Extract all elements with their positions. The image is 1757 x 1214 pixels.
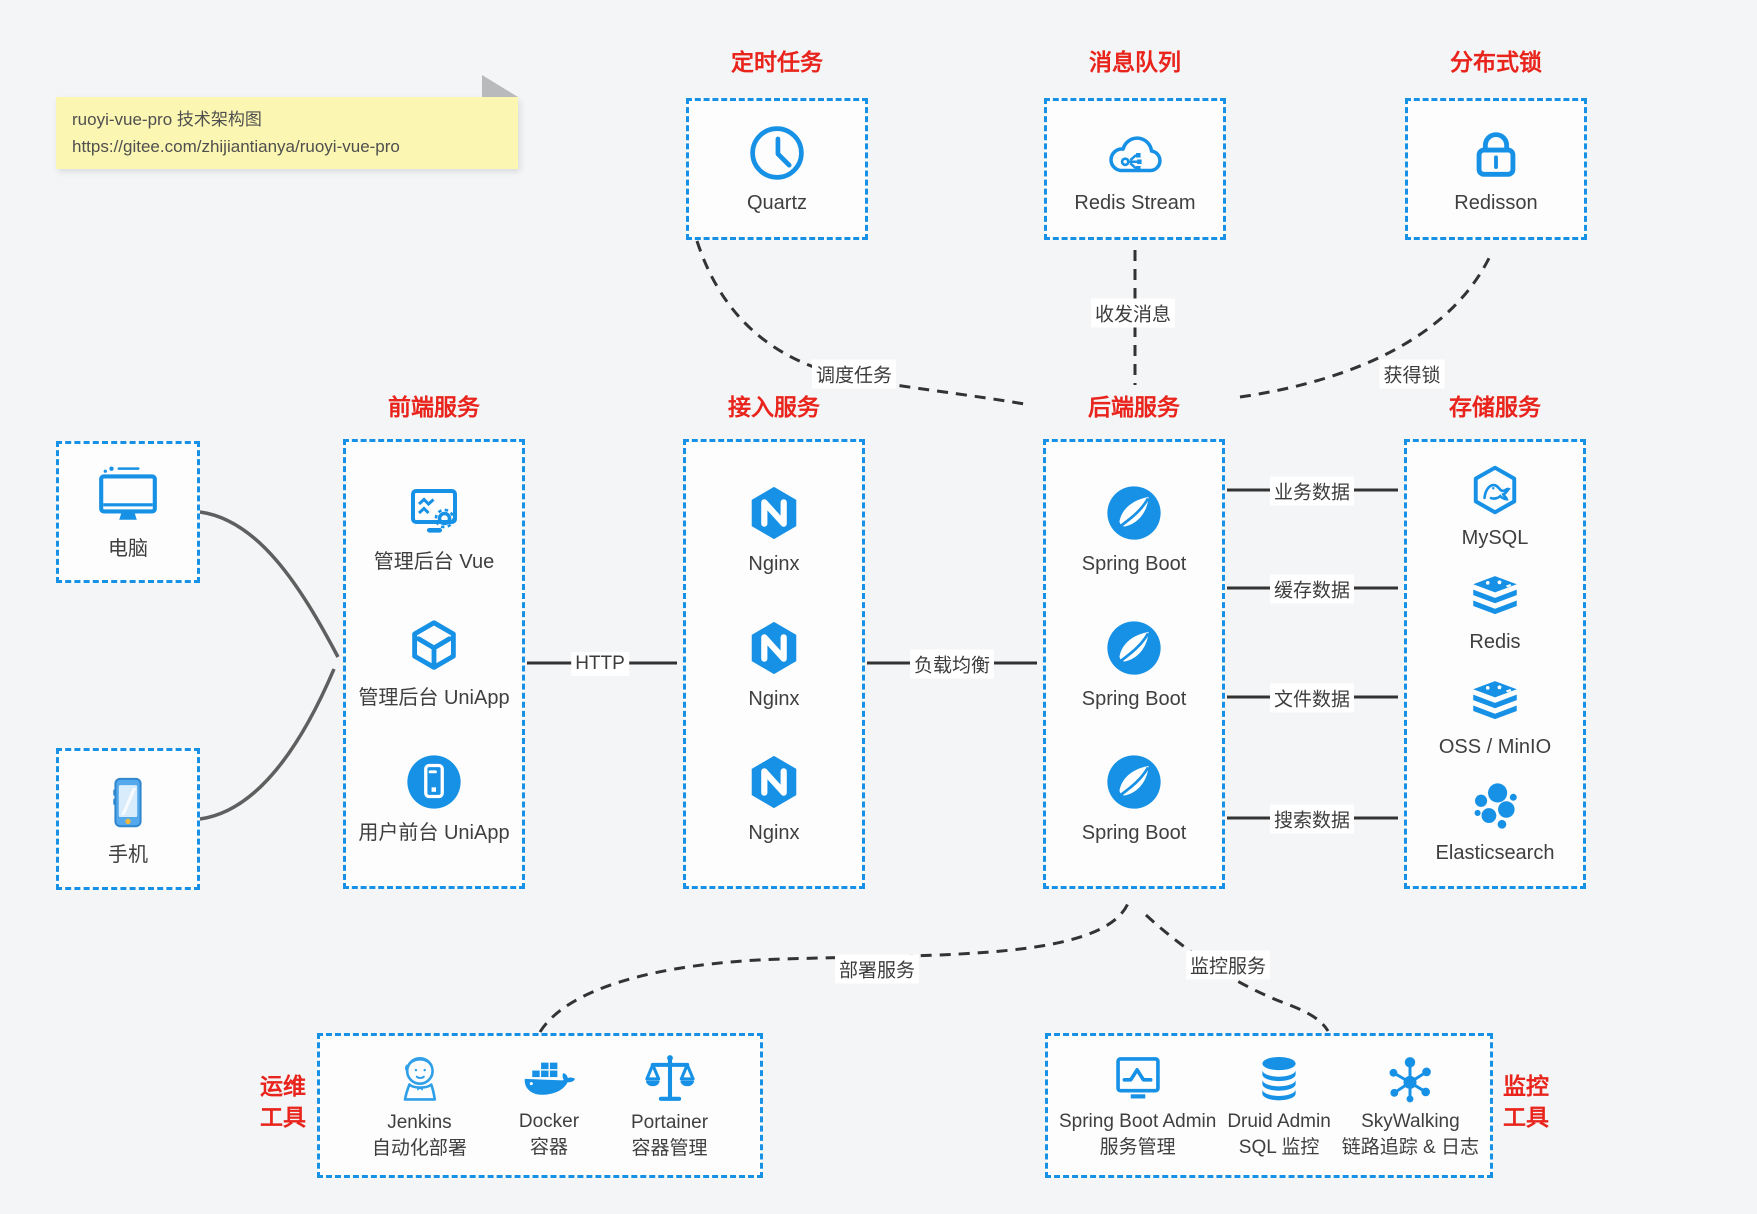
edge-label-file-data: 文件数据 xyxy=(1269,683,1355,713)
portainer-label: Portainer 容器管理 xyxy=(630,1111,709,1159)
spring-boot-admin-label: Spring Boot Admin 服务管理 xyxy=(1058,1110,1217,1158)
node-docker[interactable]: Docker 容器 xyxy=(519,1051,579,1161)
jenkins-label: Jenkins 自动化部署 xyxy=(371,1111,467,1159)
client-pc-box[interactable]: 电脑 xyxy=(56,441,200,583)
node-nginx-2[interactable]: Nginx xyxy=(743,617,805,712)
node-redisson[interactable]: Redisson xyxy=(1454,123,1538,216)
edge-label-schedule-task: 调度任务 xyxy=(811,359,897,389)
title-gateway-services: 接入服务 xyxy=(728,394,820,420)
portainer-scales-icon xyxy=(644,1054,695,1101)
node-phone[interactable]: 手机 xyxy=(97,771,159,868)
edge-label-deploy: 部署服务 xyxy=(834,954,920,984)
node-pc[interactable]: 电脑 xyxy=(90,463,166,562)
timer-task-box[interactable]: Quartz xyxy=(686,98,868,240)
node-redis[interactable]: Redis xyxy=(1466,570,1524,655)
title-frontend-services: 前端服务 xyxy=(388,394,480,420)
node-springboot-1[interactable]: Spring Boot xyxy=(1082,482,1186,577)
edge-label-http: HTTP xyxy=(571,652,629,676)
lock-icon xyxy=(1476,131,1516,177)
node-skywalking[interactable]: SkyWalking 链路追踪 & 日志 xyxy=(1342,1051,1479,1161)
node-oss-minio[interactable]: OSS / MinIO xyxy=(1439,675,1551,760)
node-druid-admin[interactable]: Druid Admin SQL 监控 xyxy=(1227,1051,1331,1161)
node-portainer[interactable]: Portainer 容器管理 xyxy=(631,1050,708,1162)
frontend-services-box[interactable]: 管理后台 Vue 管理后台 UniApp 用户前台 UniApp xyxy=(343,439,525,889)
nginx-icon xyxy=(751,621,797,674)
edge-label-business-data: 业务数据 xyxy=(1269,476,1355,506)
note-title: ruoyi-vue-pro 技术架构图 xyxy=(72,110,262,129)
redis-stack-icon xyxy=(1473,680,1517,719)
edge-label-monitor: 监控服务 xyxy=(1185,950,1271,980)
admin-vue-icon xyxy=(411,489,457,533)
client-phone-box[interactable]: 手机 xyxy=(56,748,200,890)
node-springboot-2[interactable]: Spring Boot xyxy=(1082,617,1186,712)
spring-boot-icon xyxy=(1107,486,1161,540)
druid-admin-label: Druid Admin SQL 监控 xyxy=(1227,1110,1331,1158)
smartphone-icon xyxy=(113,777,142,827)
edge-label-load-balance: 负载均衡 xyxy=(909,649,995,679)
elasticsearch-icon xyxy=(1474,783,1517,830)
nginx-icon xyxy=(751,756,797,809)
title-storage-services: 存储服务 xyxy=(1449,394,1541,420)
gateway-services-box[interactable]: Nginx Nginx Nginx xyxy=(683,439,865,889)
mysql-icon xyxy=(1473,465,1517,514)
note-fold-corner xyxy=(482,75,518,97)
title-monitor-tools: 监控 工具 xyxy=(1503,1073,1549,1130)
node-nginx-1[interactable]: Nginx xyxy=(743,482,805,577)
note-url[interactable]: https://gitee.com/zhijiantianya/ruoyi-vu… xyxy=(72,137,400,156)
title-timer-tasks: 定时任务 xyxy=(731,49,823,75)
edge-label-cache-data: 缓存数据 xyxy=(1269,574,1355,604)
edge-phone-to-frontend xyxy=(199,668,336,821)
node-user-uniapp[interactable]: 用户前台 UniApp xyxy=(358,751,510,846)
title-ops-tools: 运维 工具 xyxy=(260,1073,306,1130)
spring-boot-icon xyxy=(1107,755,1161,809)
edge-label-search-data: 搜索数据 xyxy=(1269,804,1355,834)
node-admin-vue[interactable]: 管理后台 Vue xyxy=(374,482,494,575)
spring-boot-icon xyxy=(1107,620,1161,675)
uniapp-cube-icon xyxy=(412,619,456,670)
redis-stack-icon xyxy=(1473,576,1517,615)
node-jenkins[interactable]: Jenkins 自动化部署 xyxy=(372,1050,467,1162)
jenkins-icon xyxy=(404,1056,437,1101)
druid-database-icon xyxy=(1262,1056,1296,1100)
clock-icon xyxy=(750,125,804,180)
monitor-tools-box[interactable]: Spring Boot Admin 服务管理 Druid Admin SQL 监… xyxy=(1045,1033,1493,1178)
ops-tools-box[interactable]: Jenkins 自动化部署 Docker 容器 xyxy=(317,1033,763,1178)
edge-label-message: 收发消息 xyxy=(1090,298,1176,328)
node-elasticsearch[interactable]: Elasticsearch xyxy=(1436,779,1554,866)
title-message-queue: 消息队列 xyxy=(1089,49,1181,75)
sticky-note[interactable]: ruoyi-vue-pro 技术架构图 https://gitee.com/zh… xyxy=(56,75,518,169)
docker-icon xyxy=(524,1062,576,1095)
skywalking-label: SkyWalking 链路追踪 & 日志 xyxy=(1341,1110,1480,1158)
docker-label: Docker 容器 xyxy=(518,1110,580,1158)
node-redis-stream[interactable]: Redis Stream xyxy=(1074,123,1196,216)
nginx-icon xyxy=(751,486,797,539)
spring-boot-admin-icon xyxy=(1115,1056,1160,1098)
backend-services-box[interactable]: Spring Boot Spring Boot Spring Boot xyxy=(1043,439,1225,889)
node-quartz[interactable]: Quartz xyxy=(747,123,807,216)
title-distributed-lock: 分布式锁 xyxy=(1450,49,1542,75)
node-mysql[interactable]: MySQL xyxy=(1462,462,1528,551)
storage-services-box[interactable]: MySQL Redis OSS / MinIO xyxy=(1404,439,1586,889)
title-backend-services: 后端服务 xyxy=(1088,394,1180,420)
node-admin-uniapp[interactable]: 管理后台 UniApp xyxy=(358,616,510,711)
node-springboot-3[interactable]: Spring Boot xyxy=(1082,751,1186,846)
desktop-icon xyxy=(99,466,157,520)
edge-acquire-lock xyxy=(1239,251,1494,399)
node-nginx-3[interactable]: Nginx xyxy=(743,751,805,846)
distributed-lock-box[interactable]: Redisson xyxy=(1405,98,1587,240)
edge-pc-to-frontend xyxy=(199,510,340,658)
edge-label-acquire-lock: 获得锁 xyxy=(1379,359,1445,389)
skywalking-icon xyxy=(1389,1056,1432,1102)
cloud-network-icon xyxy=(1109,135,1162,172)
node-spring-boot-admin[interactable]: Spring Boot Admin 服务管理 xyxy=(1059,1051,1216,1161)
message-queue-box[interactable]: Redis Stream xyxy=(1044,98,1226,240)
user-app-icon xyxy=(407,755,461,809)
